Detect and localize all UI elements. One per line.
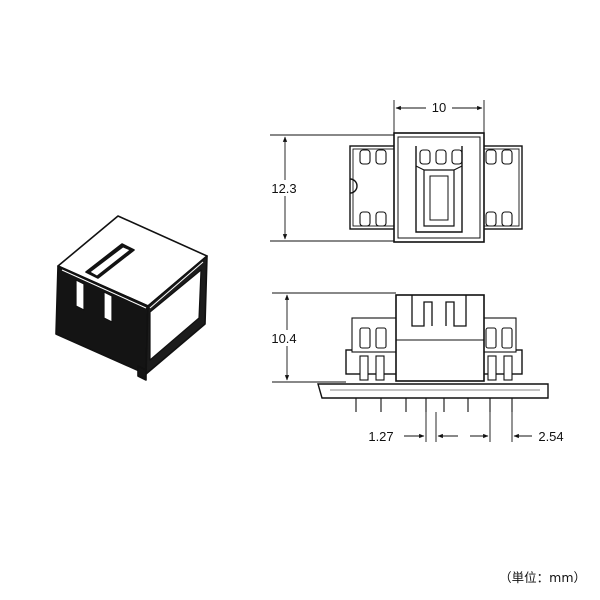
cover-3d-view xyxy=(55,215,208,381)
pcb-leads xyxy=(355,398,513,412)
unit-note: （単位：mm） xyxy=(499,570,586,585)
cover-clip-top xyxy=(415,146,463,233)
pcb-board xyxy=(317,383,549,399)
top-view xyxy=(349,132,523,243)
cover-front-tab-right xyxy=(103,291,113,323)
cover-clip-front xyxy=(411,295,467,327)
dim-front-height-label: 10.4 xyxy=(271,331,296,346)
cover-front-tab-left xyxy=(75,279,85,311)
front-view xyxy=(317,294,549,412)
cover-front-outline xyxy=(395,294,485,382)
top-view-dimensions xyxy=(270,100,485,242)
dim-pitch-a-label: 1.27 xyxy=(368,429,393,444)
dim-top-height-label: 12.3 xyxy=(271,181,296,196)
ic-pins-bottom-row xyxy=(359,211,513,227)
dim-pitch-b-label: 2.54 xyxy=(538,429,563,444)
dim-top-width-label: 10 xyxy=(432,100,446,115)
ic-pins-front xyxy=(359,327,513,381)
